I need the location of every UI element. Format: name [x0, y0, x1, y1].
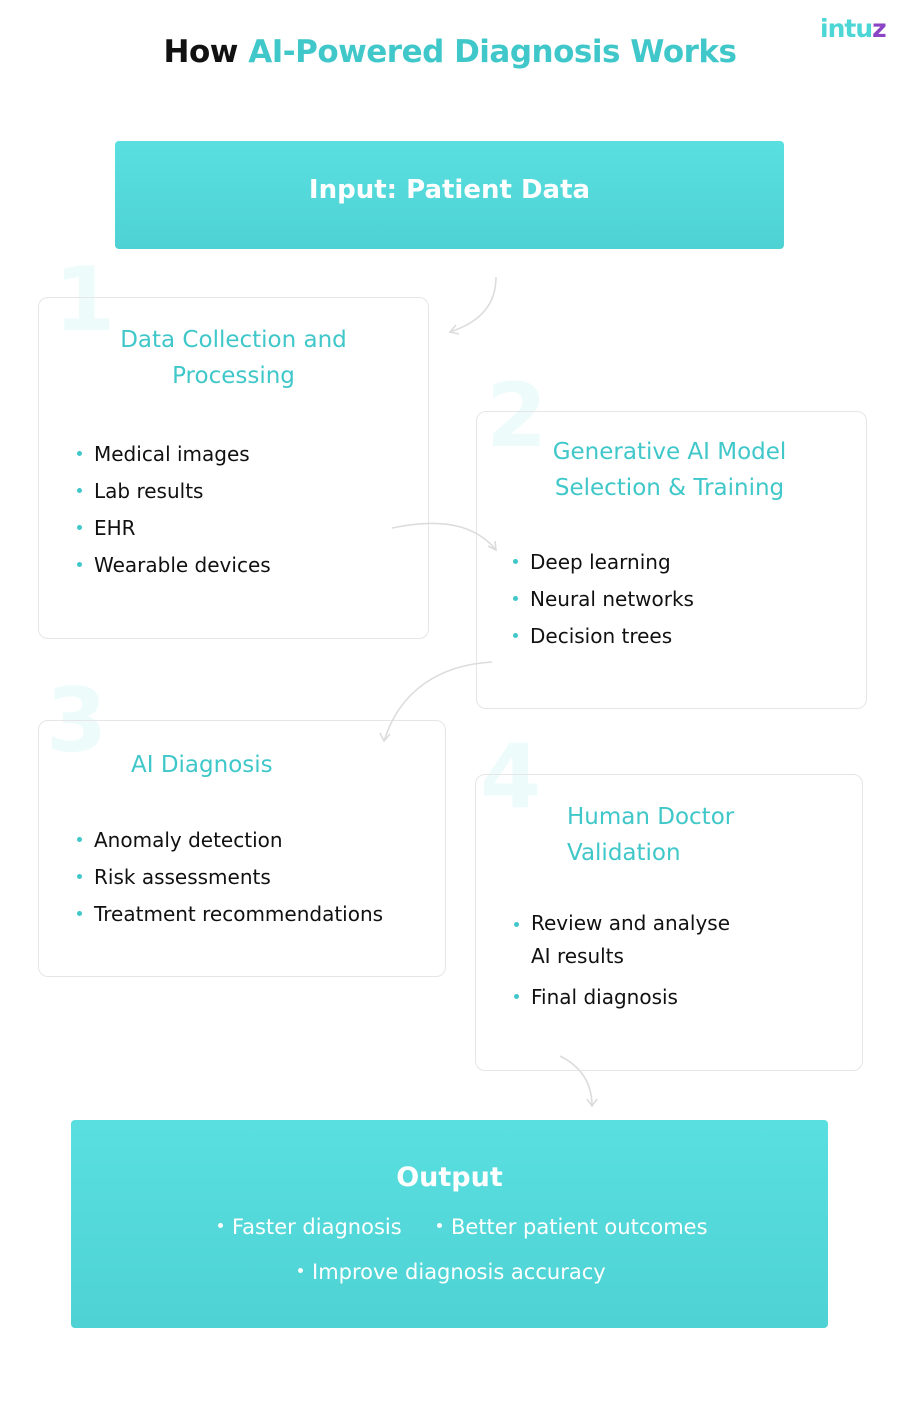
arrow-input-to-step1: [449, 276, 497, 333]
bullet-dot: [298, 1267, 303, 1273]
arrow-step1-to-step2: [391, 522, 497, 551]
list-item: Deep learning: [511, 544, 694, 581]
input-label: Input: Patient Data: [308, 175, 591, 205]
step-title: Generative AI Model Selection & Training: [477, 434, 862, 506]
output-bullet: Improve diagnosis accuracy: [298, 1260, 606, 1284]
list-item-line: Review and analyse: [531, 911, 731, 935]
list-item: Review and analyse AI results: [512, 907, 730, 973]
output-bullet: Faster diagnosis: [218, 1215, 402, 1239]
step-number-2: 2: [486, 364, 548, 467]
step-card-doctor-validation: Human Doctor Validation Review and analy…: [475, 774, 863, 1071]
list-item: Wearable devices: [75, 547, 271, 584]
list-item: Decision trees: [511, 618, 694, 655]
step-title-line: AI Diagnosis: [131, 752, 273, 778]
step-title-line: Data Collection and: [120, 327, 347, 353]
arrow-step4-to-output: [559, 1055, 593, 1107]
step-item-list: Deep learning Neural networks Decision t…: [511, 544, 694, 655]
step-title-line: Selection & Training: [554, 475, 785, 501]
list-item-line: AI results: [531, 944, 624, 968]
list-item: EHR: [75, 510, 271, 547]
list-item: Medical images: [75, 436, 271, 473]
step-title-line: Processing: [172, 363, 295, 389]
output-title: Output: [396, 1162, 503, 1193]
step-number-1: 1: [54, 248, 116, 351]
step-title-line: Generative AI Model: [552, 439, 787, 465]
step-title: Data Collection and Processing: [39, 322, 428, 394]
page-title: How AI-Powered Diagnosis Works: [0, 34, 900, 70]
output-bullet-text: Faster diagnosis: [232, 1215, 402, 1239]
logo-main: intu: [820, 14, 873, 43]
title-prefix: How: [163, 34, 239, 70]
step-item-list: Anomaly detection Risk assessments Treat…: [75, 822, 383, 933]
title-accent: AI-Powered Diagnosis Works: [248, 34, 737, 70]
list-item: Risk assessments: [75, 859, 383, 896]
list-item: Anomaly detection: [75, 822, 383, 859]
step-title-line: Human Doctor: [567, 804, 735, 830]
list-item: Lab results: [75, 473, 271, 510]
arrow-step2-to-step3: [383, 661, 493, 742]
output-bullet: Better patient outcomes: [437, 1215, 708, 1239]
input-banner: Input: Patient Data: [115, 141, 784, 249]
step-title: Human Doctor Validation: [567, 799, 734, 871]
step-card-data-collection: Data Collection and Processing Medical i…: [38, 297, 429, 639]
intuz-logo: intuz: [820, 14, 887, 43]
output-bullet-text: Improve diagnosis accuracy: [312, 1260, 606, 1284]
list-item: Neural networks: [511, 581, 694, 618]
bullet-dot: [437, 1222, 442, 1228]
list-item: Treatment recommendations: [75, 896, 383, 933]
step-card-model-selection: Generative AI Model Selection & Training…: [476, 411, 867, 709]
bullet-dot: [218, 1222, 223, 1228]
logo-end: z: [872, 14, 887, 43]
step-number-4: 4: [480, 725, 542, 828]
step-title-line: Validation: [567, 840, 681, 866]
output-banner: Output Faster diagnosis Better patient o…: [71, 1120, 828, 1328]
list-item: Final diagnosis: [512, 979, 730, 1016]
step-card-ai-diagnosis: AI Diagnosis Anomaly detection Risk asse…: [38, 720, 446, 977]
step-item-list: Medical images Lab results EHR Wearable …: [75, 436, 271, 584]
step-title: AI Diagnosis: [131, 747, 273, 783]
step-item-list: Review and analyse AI results Final diag…: [512, 907, 730, 1016]
output-bullet-text: Better patient outcomes: [451, 1215, 708, 1239]
